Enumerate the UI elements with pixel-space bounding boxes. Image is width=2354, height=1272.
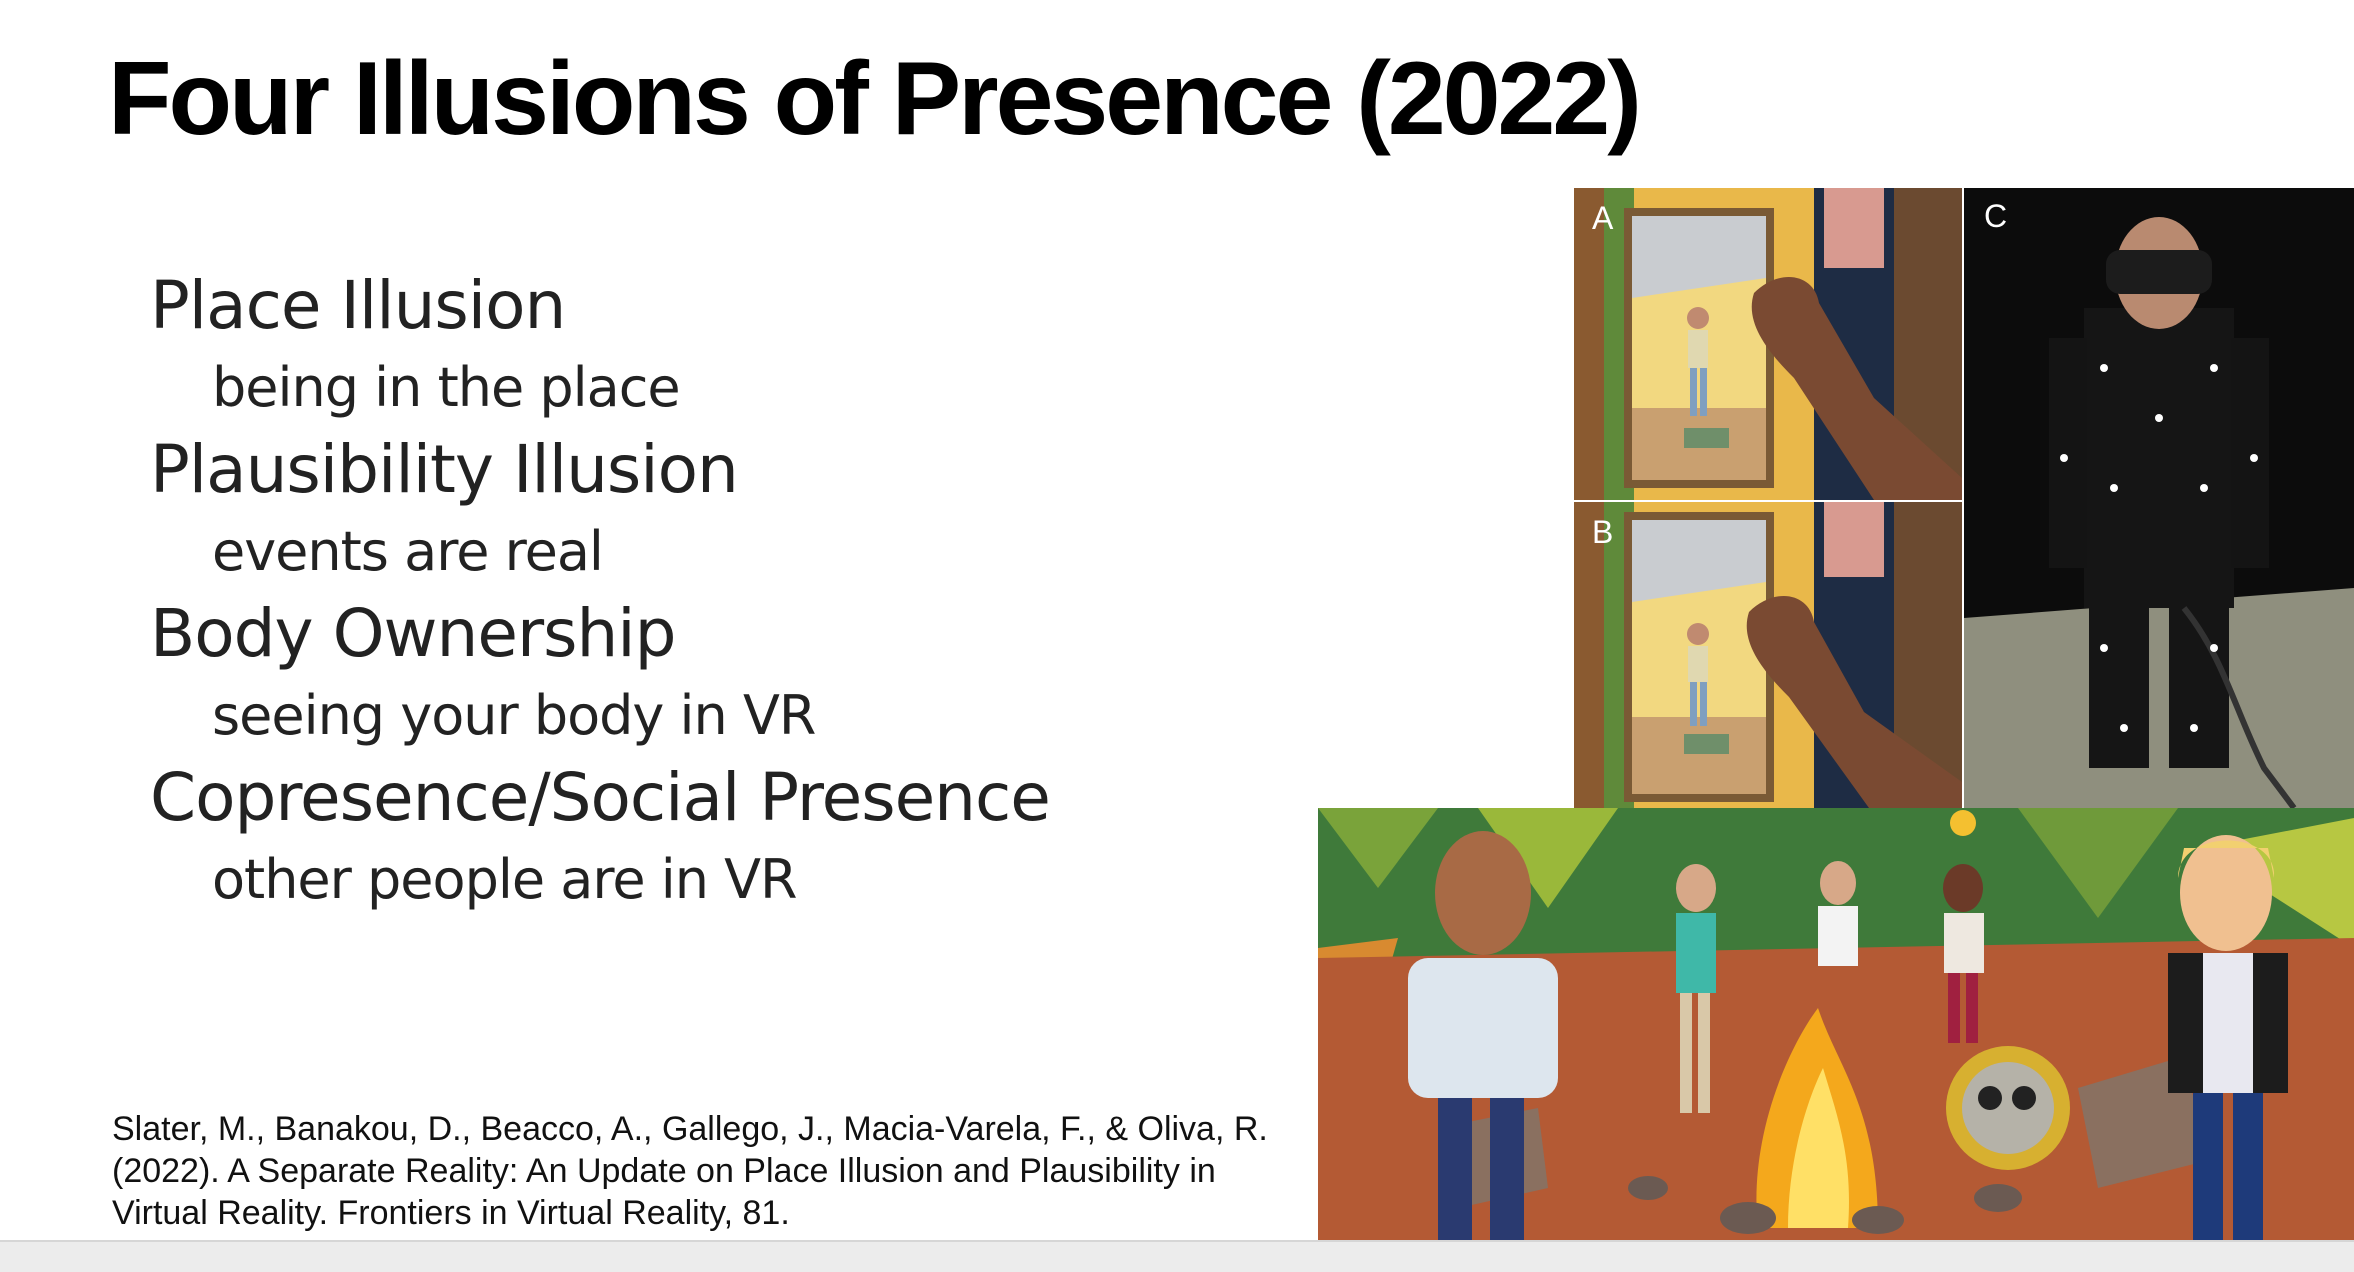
bullet-detail-copresence: other people are in VR <box>212 848 798 911</box>
figure-panel-a: A <box>1574 188 1962 500</box>
citation-text: Slater, M., Banakou, D., Beacco, A., Gal… <box>112 1110 1268 1232</box>
bullet-detail-plausibility-illusion: events are real <box>212 520 604 583</box>
bullet-heading-body-ownership: Body Ownership <box>150 595 677 672</box>
social-vr-campfire-image <box>1318 808 2354 1240</box>
bullet-heading-plausibility-illusion: Plausibility Illusion <box>150 431 739 508</box>
bullet-heading-copresence: Copresence/Social Presence <box>150 759 1051 836</box>
figure-panel-b: B <box>1574 502 1962 808</box>
status-bar <box>0 1240 2354 1272</box>
figure-social-vr <box>1318 808 2354 1240</box>
slide-title: Four Illusions of Presence (2022) <box>108 41 1642 157</box>
figure-panel-c: C <box>1964 188 2354 808</box>
bullet-list: Place Illusion being in the place Plausi… <box>150 265 1051 921</box>
bullet-heading-place-illusion: Place Illusion <box>150 267 566 344</box>
panel-label-a: A <box>1592 200 1614 236</box>
panel-label-c: C <box>1984 198 2008 234</box>
mirror-scene-b-image <box>1574 502 1962 808</box>
mirror-scene-a-image <box>1574 188 1962 500</box>
slide: Four Illusions of Presence (2022) Place … <box>108 41 2354 1240</box>
panel-label-b: B <box>1592 514 1614 550</box>
bullet-detail-body-ownership: seeing your body in VR <box>212 684 816 747</box>
mocap-person-image <box>1964 188 2354 808</box>
bullet-detail-place-illusion: being in the place <box>212 356 681 419</box>
